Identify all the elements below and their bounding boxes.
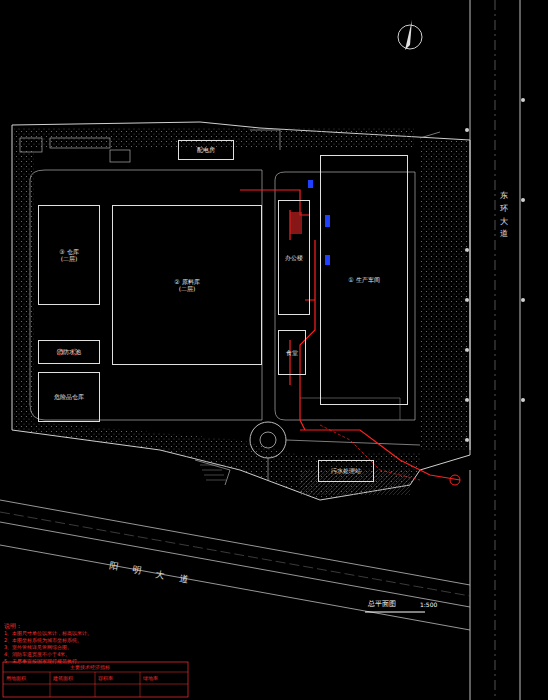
building-label: (二层): [61, 255, 78, 262]
building-outline: 办公楼: [278, 200, 310, 315]
note-text: 4、消防车道宽度不小于4米。: [4, 651, 70, 657]
building-outline: ③ 仓库(二层): [38, 205, 100, 305]
road-name: 东环大道: [500, 190, 508, 241]
building-outline: ① 生产车间: [320, 155, 408, 405]
building-label: 危险品仓库: [54, 393, 84, 400]
building-label: 食堂: [286, 349, 298, 356]
building-outline: 配电房: [178, 140, 234, 160]
building-label: ③ 仓库: [59, 248, 78, 255]
note-text: 1、本图尺寸单位以米计，标高以米计。: [4, 630, 92, 636]
building-outline: 污水处理站: [318, 460, 374, 482]
note-text: 绿地率: [143, 675, 158, 681]
building-outline: 消防水池: [38, 340, 100, 364]
road-name: 阳 明 大 道: [108, 560, 195, 586]
drawing-title: 1:500: [420, 601, 437, 608]
note-text: 3、室外管线详见管网综合图。: [4, 644, 72, 650]
building-label: (二层): [179, 285, 196, 292]
note-text: 容积率: [98, 675, 113, 681]
building-label: ① 生产车间: [348, 276, 379, 283]
building-outline: ② 原料库(二层): [112, 205, 262, 365]
drawing-title: 总平面图: [368, 600, 396, 608]
note-text: 2、本图坐标系统为城市坐标系统。: [4, 637, 82, 643]
building-outline: 危险品仓库: [38, 372, 100, 422]
building-label: 消防水池: [57, 348, 81, 355]
note-text: 用地面积: [6, 675, 26, 681]
building-label: 办公楼: [285, 254, 303, 261]
building-label: 污水处理站: [331, 467, 361, 474]
building-outline: 食堂: [278, 330, 306, 375]
note-text: 5、未尽事宜按国家现行规范执行。: [4, 658, 82, 664]
note-text: 建筑面积: [53, 675, 73, 681]
note-text: 主要技术经济指标: [70, 664, 110, 670]
building-label: ② 原料库: [174, 278, 199, 285]
note-text: 说明：: [4, 622, 22, 629]
building-label: 配电房: [197, 146, 215, 153]
